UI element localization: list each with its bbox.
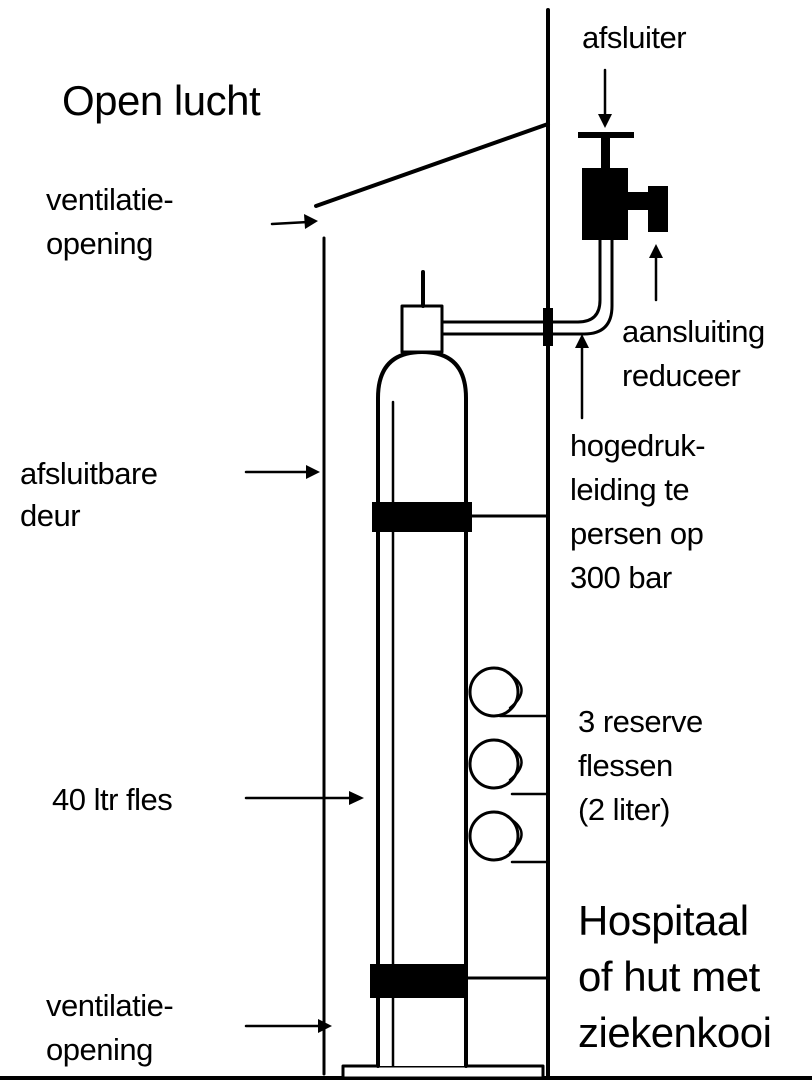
high-pressure-pipe-upper <box>440 236 602 324</box>
hospital-label-2: of hut met <box>578 953 760 1000</box>
arrowhead-ventilation-top <box>304 214 318 229</box>
reserve-bottle-3-neck <box>508 818 523 854</box>
reserve-bottles-label-2: flessen <box>578 748 673 783</box>
upper-strap <box>372 502 472 532</box>
ventilation-top-label-2: opening <box>46 226 153 261</box>
regulator-connector <box>626 192 652 210</box>
big-bottle-label: 40 ltr fles <box>52 782 173 817</box>
reserve-bottle-1 <box>468 666 520 718</box>
arrowhead-valve <box>598 114 612 128</box>
high-pressure-pipe-lower <box>440 236 614 336</box>
valve-stem <box>601 138 610 170</box>
bottle-base-plate <box>341 1064 545 1080</box>
high-pressure-label-3: persen op <box>570 516 704 551</box>
cylinder-valve <box>400 304 444 354</box>
arrowhead-hp-line <box>575 334 589 348</box>
arrowhead-bottle <box>349 791 364 805</box>
ventilation-bottom-label-2: opening <box>46 1032 153 1067</box>
reserve-bottle-1-neck <box>508 674 523 710</box>
lower-strap <box>370 964 468 998</box>
hospital-label-3: ziekenkooi <box>578 1009 772 1056</box>
high-pressure-label-4: 300 bar <box>570 560 672 595</box>
regulator-label-2: reduceer <box>622 358 741 393</box>
roof-line <box>314 122 550 208</box>
ventilation-top-label-1: ventilatie- <box>46 182 174 217</box>
hospital-label-1: Hospitaal <box>578 897 749 944</box>
arrow-ventilation-top <box>270 220 310 226</box>
lockable-door-label-1: afsluitbare <box>20 456 158 491</box>
regulator-nut <box>648 186 668 232</box>
arrowhead-door <box>306 465 320 479</box>
regulator-label-1: aansluiting <box>622 314 765 349</box>
valve-body <box>582 168 628 240</box>
valve-label: afsluiter <box>582 20 687 55</box>
big-cylinder <box>376 350 468 1068</box>
reserve-bottles-label-1: 3 reserve <box>578 704 703 739</box>
high-pressure-label-1: hogedruk- <box>570 428 706 463</box>
wall-feedthrough <box>543 308 553 346</box>
valve-handle-bar <box>578 132 634 138</box>
reserve-bottle-2 <box>468 738 520 790</box>
arrowhead-regulator <box>649 244 663 258</box>
ventilation-bottom-label-1: ventilatie- <box>46 988 174 1023</box>
arrowhead-ventilation-bottom <box>318 1019 332 1033</box>
reserve-bottles-label-3: (2 liter) <box>578 792 670 827</box>
high-pressure-label-2: leiding te <box>570 472 690 507</box>
open-air-label: Open lucht <box>62 77 261 124</box>
reserve-bottle-3 <box>468 810 520 862</box>
reserve-bottle-2-neck <box>508 746 523 782</box>
lockable-door-label-2: deur <box>20 498 81 533</box>
